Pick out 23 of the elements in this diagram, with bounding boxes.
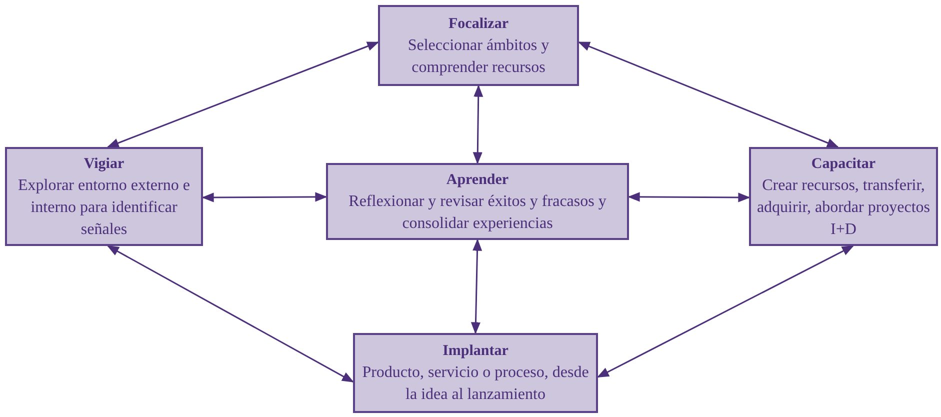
box-heading: Focalizar [448,14,508,34]
box-description: Crear recursos, transferir, adquirir, abordar proyectos I+D [756,176,932,240]
process-box [353,333,598,413]
double-arrow [628,192,750,202]
box-heading: Capacitar [811,154,876,174]
box-description: Seleccionar ámbitos y comprender recursos [406,36,550,78]
box-description: Reflexionar y revisar éxitos y fracasos y consolidar experiencias [348,192,608,234]
double-arrow [596,245,854,378]
box-heading: Aprender [446,170,509,190]
double-arrow [106,42,380,148]
double-arrow [470,238,482,334]
double-arrow [202,192,328,202]
process-box [326,163,629,240]
process-box [749,147,938,246]
double-arrow [578,42,839,148]
box-heading: Vigiar [84,154,124,174]
process-box [378,5,579,86]
box-description: Explorar entorno externo e interno para identificar señales [17,176,191,240]
process-box [5,147,203,246]
double-arrow [472,84,484,164]
box-description: Producto, servicio o proceso, desde la idea al lanzamiento [361,363,590,405]
double-arrow [106,245,354,382]
box-heading: Implantar [442,342,508,361]
